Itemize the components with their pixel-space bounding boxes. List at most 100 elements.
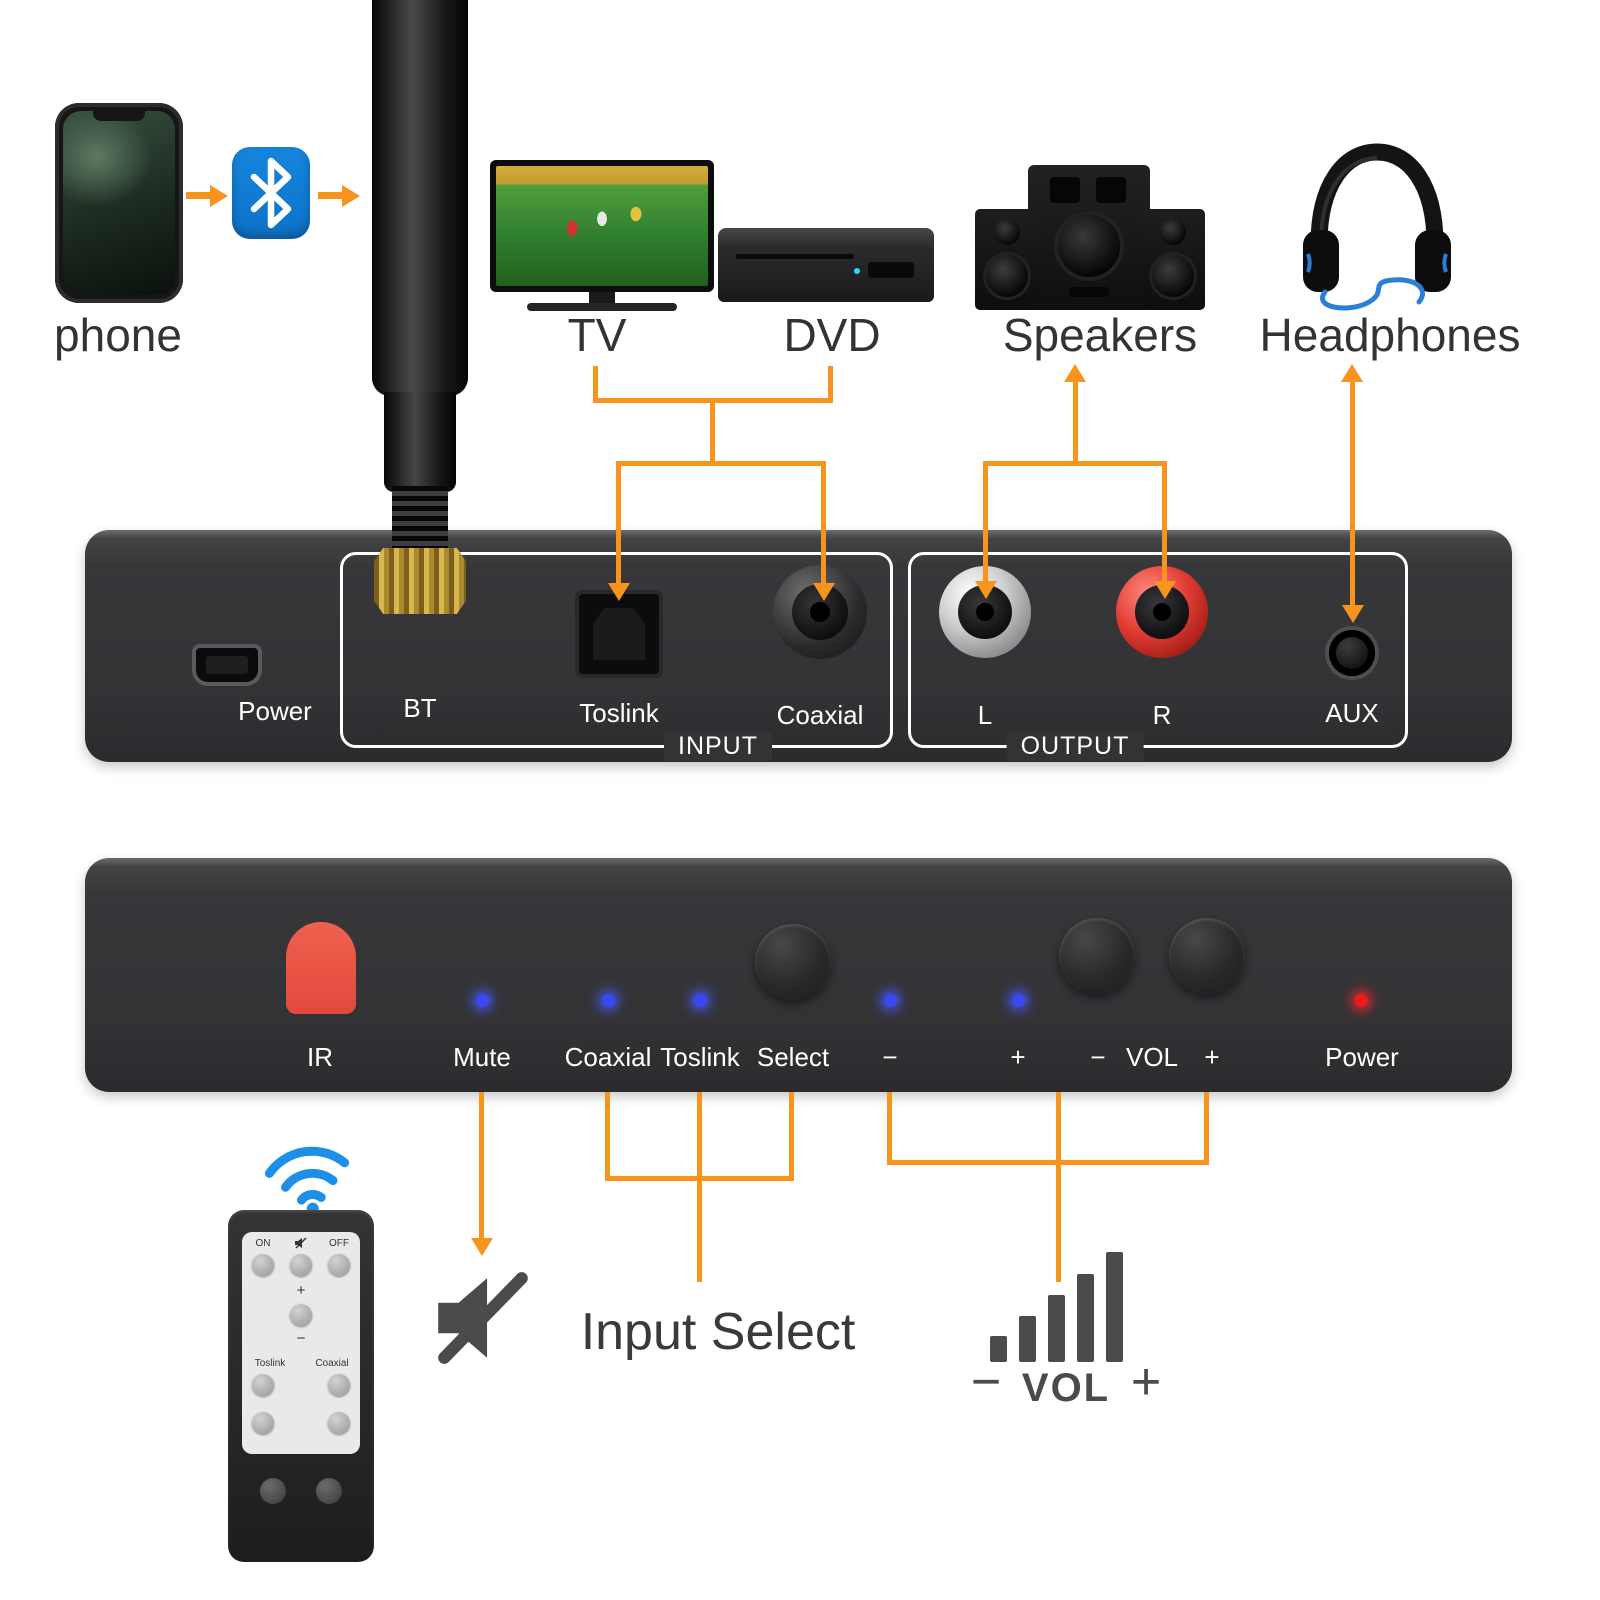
volume-up-button xyxy=(1169,918,1245,994)
dvd-player-illustration xyxy=(718,228,934,302)
power-port-slot xyxy=(206,656,248,674)
arrow-phone-to-bluetooth-head xyxy=(210,185,228,207)
remote-keypad: ON OFF + − Toslink Coaxial xyxy=(242,1232,360,1454)
coaxial-label: Coaxial xyxy=(564,1042,652,1072)
dvd-label: DVD xyxy=(783,309,881,361)
remote-center-button xyxy=(290,1304,312,1326)
phone-label: phone xyxy=(54,309,182,361)
input-group-label: INPUT xyxy=(664,732,772,761)
speaker-left-tweeter xyxy=(994,219,1020,245)
callout-coaxial-vertical xyxy=(605,1092,610,1180)
dvd-display xyxy=(868,262,914,278)
callout-vol-right-vertical xyxy=(1204,1092,1209,1164)
volume-down-label: − xyxy=(882,1042,898,1072)
volume-bar-3 xyxy=(1048,1295,1065,1362)
headphones-illustration xyxy=(1295,132,1460,314)
arrow-speakers-up xyxy=(1064,364,1086,382)
input-select-callout: Input Select xyxy=(580,1303,856,1361)
speakers-illustration xyxy=(975,165,1205,310)
power-port-label: Power xyxy=(238,696,312,726)
connector-aux-vertical xyxy=(1350,380,1355,607)
phone-notch xyxy=(93,111,145,121)
coaxial-led xyxy=(602,994,615,1007)
select-label: Select xyxy=(756,1042,830,1072)
speaker-left-woofer xyxy=(986,255,1028,297)
phone-screen xyxy=(63,111,175,295)
connector-dvd-vertical xyxy=(828,366,833,402)
remote-toslink-label: Toslink xyxy=(254,1358,286,1369)
vol-label: VOL xyxy=(1125,1042,1179,1072)
connector-input-horizontal xyxy=(616,461,826,466)
tv-stand-base xyxy=(527,303,677,311)
phone-illustration xyxy=(55,103,183,303)
tv-label: TV xyxy=(567,309,627,361)
toslink-led xyxy=(694,994,707,1007)
toslink-port-opening xyxy=(593,608,645,660)
dvd-disc-tray xyxy=(736,254,854,259)
callout-vol-stem xyxy=(1056,1160,1061,1282)
power-port xyxy=(192,644,262,686)
arrow-toslink xyxy=(608,583,630,601)
connector-left-rca-vertical xyxy=(983,461,988,583)
callout-input-stem xyxy=(697,1176,702,1282)
right-output-label: R xyxy=(1152,700,1172,730)
arrow-right-rca xyxy=(1154,581,1176,599)
speaker-center-grill-right xyxy=(1096,177,1126,203)
remote-extra-button-right xyxy=(328,1412,350,1434)
remote-on-label: ON xyxy=(255,1238,271,1249)
speaker-center xyxy=(1028,165,1150,310)
rear-panel: Power INPUT OUTPUT BT Toslink Coaxial L … xyxy=(85,530,1512,762)
bluetooth-icon xyxy=(232,147,310,239)
vol-minus-callout: − xyxy=(970,1353,1002,1411)
toslink-label: Toslink xyxy=(660,1042,740,1072)
remote-mute-button xyxy=(290,1254,312,1276)
arrow-aux xyxy=(1342,605,1364,623)
aux-port xyxy=(1329,630,1375,676)
mute-label: Mute xyxy=(453,1042,511,1072)
dvd-power-led xyxy=(854,268,860,274)
left-output-hole xyxy=(976,603,994,621)
mute-led xyxy=(476,994,489,1007)
ir-label: IR xyxy=(307,1042,333,1072)
arrow-bluetooth-to-antenna-head xyxy=(342,185,360,207)
volume-down-led xyxy=(884,994,897,1007)
mute-icon xyxy=(428,1262,540,1374)
arrow-coaxial xyxy=(813,583,835,601)
connector-toslink-vertical xyxy=(616,461,621,585)
right-output-hole xyxy=(1153,603,1171,621)
select-button xyxy=(755,924,831,1000)
connector-right-rca-vertical xyxy=(1162,461,1167,583)
volume-down-button xyxy=(1059,918,1135,994)
tv-picture xyxy=(496,166,708,286)
callout-toslink-vertical xyxy=(697,1092,702,1180)
antenna-taper xyxy=(384,392,456,492)
coaxial-port xyxy=(773,565,867,659)
volume-bar-2 xyxy=(1019,1316,1036,1362)
remote-on-button xyxy=(252,1254,274,1276)
toslink-port-label: Toslink xyxy=(579,698,659,728)
power-led-label: Power xyxy=(1325,1042,1399,1072)
speaker-right-woofer xyxy=(1152,255,1194,297)
coaxial-port-label: Coaxial xyxy=(776,700,864,730)
connector-coaxial-vertical xyxy=(821,461,826,585)
remote-coaxial-label: Coaxial xyxy=(315,1358,349,1369)
volume-bar-4 xyxy=(1077,1274,1094,1362)
coaxial-port-hole xyxy=(810,602,830,622)
left-output-label: L xyxy=(977,700,993,730)
speaker-left xyxy=(975,209,1039,310)
arrow-mute xyxy=(471,1238,493,1256)
callout-select-vertical xyxy=(789,1092,794,1180)
arrow-phone-to-bluetooth-line xyxy=(186,192,210,199)
volume-bars-icon xyxy=(990,1252,1138,1362)
arrow-headphones-up xyxy=(1341,364,1363,382)
remote-plus-label: + xyxy=(296,1282,306,1299)
speaker-right xyxy=(1141,209,1205,310)
callout-vol-horizontal xyxy=(887,1160,1209,1165)
remote-control: ON OFF + − Toslink Coaxial xyxy=(228,1210,374,1562)
connector-speakers-horizontal xyxy=(983,461,1167,466)
vol-minus-label: − xyxy=(1090,1042,1106,1072)
toslink-port xyxy=(575,590,663,678)
remote-minus-label: − xyxy=(296,1330,306,1347)
tv-illustration xyxy=(490,160,714,312)
